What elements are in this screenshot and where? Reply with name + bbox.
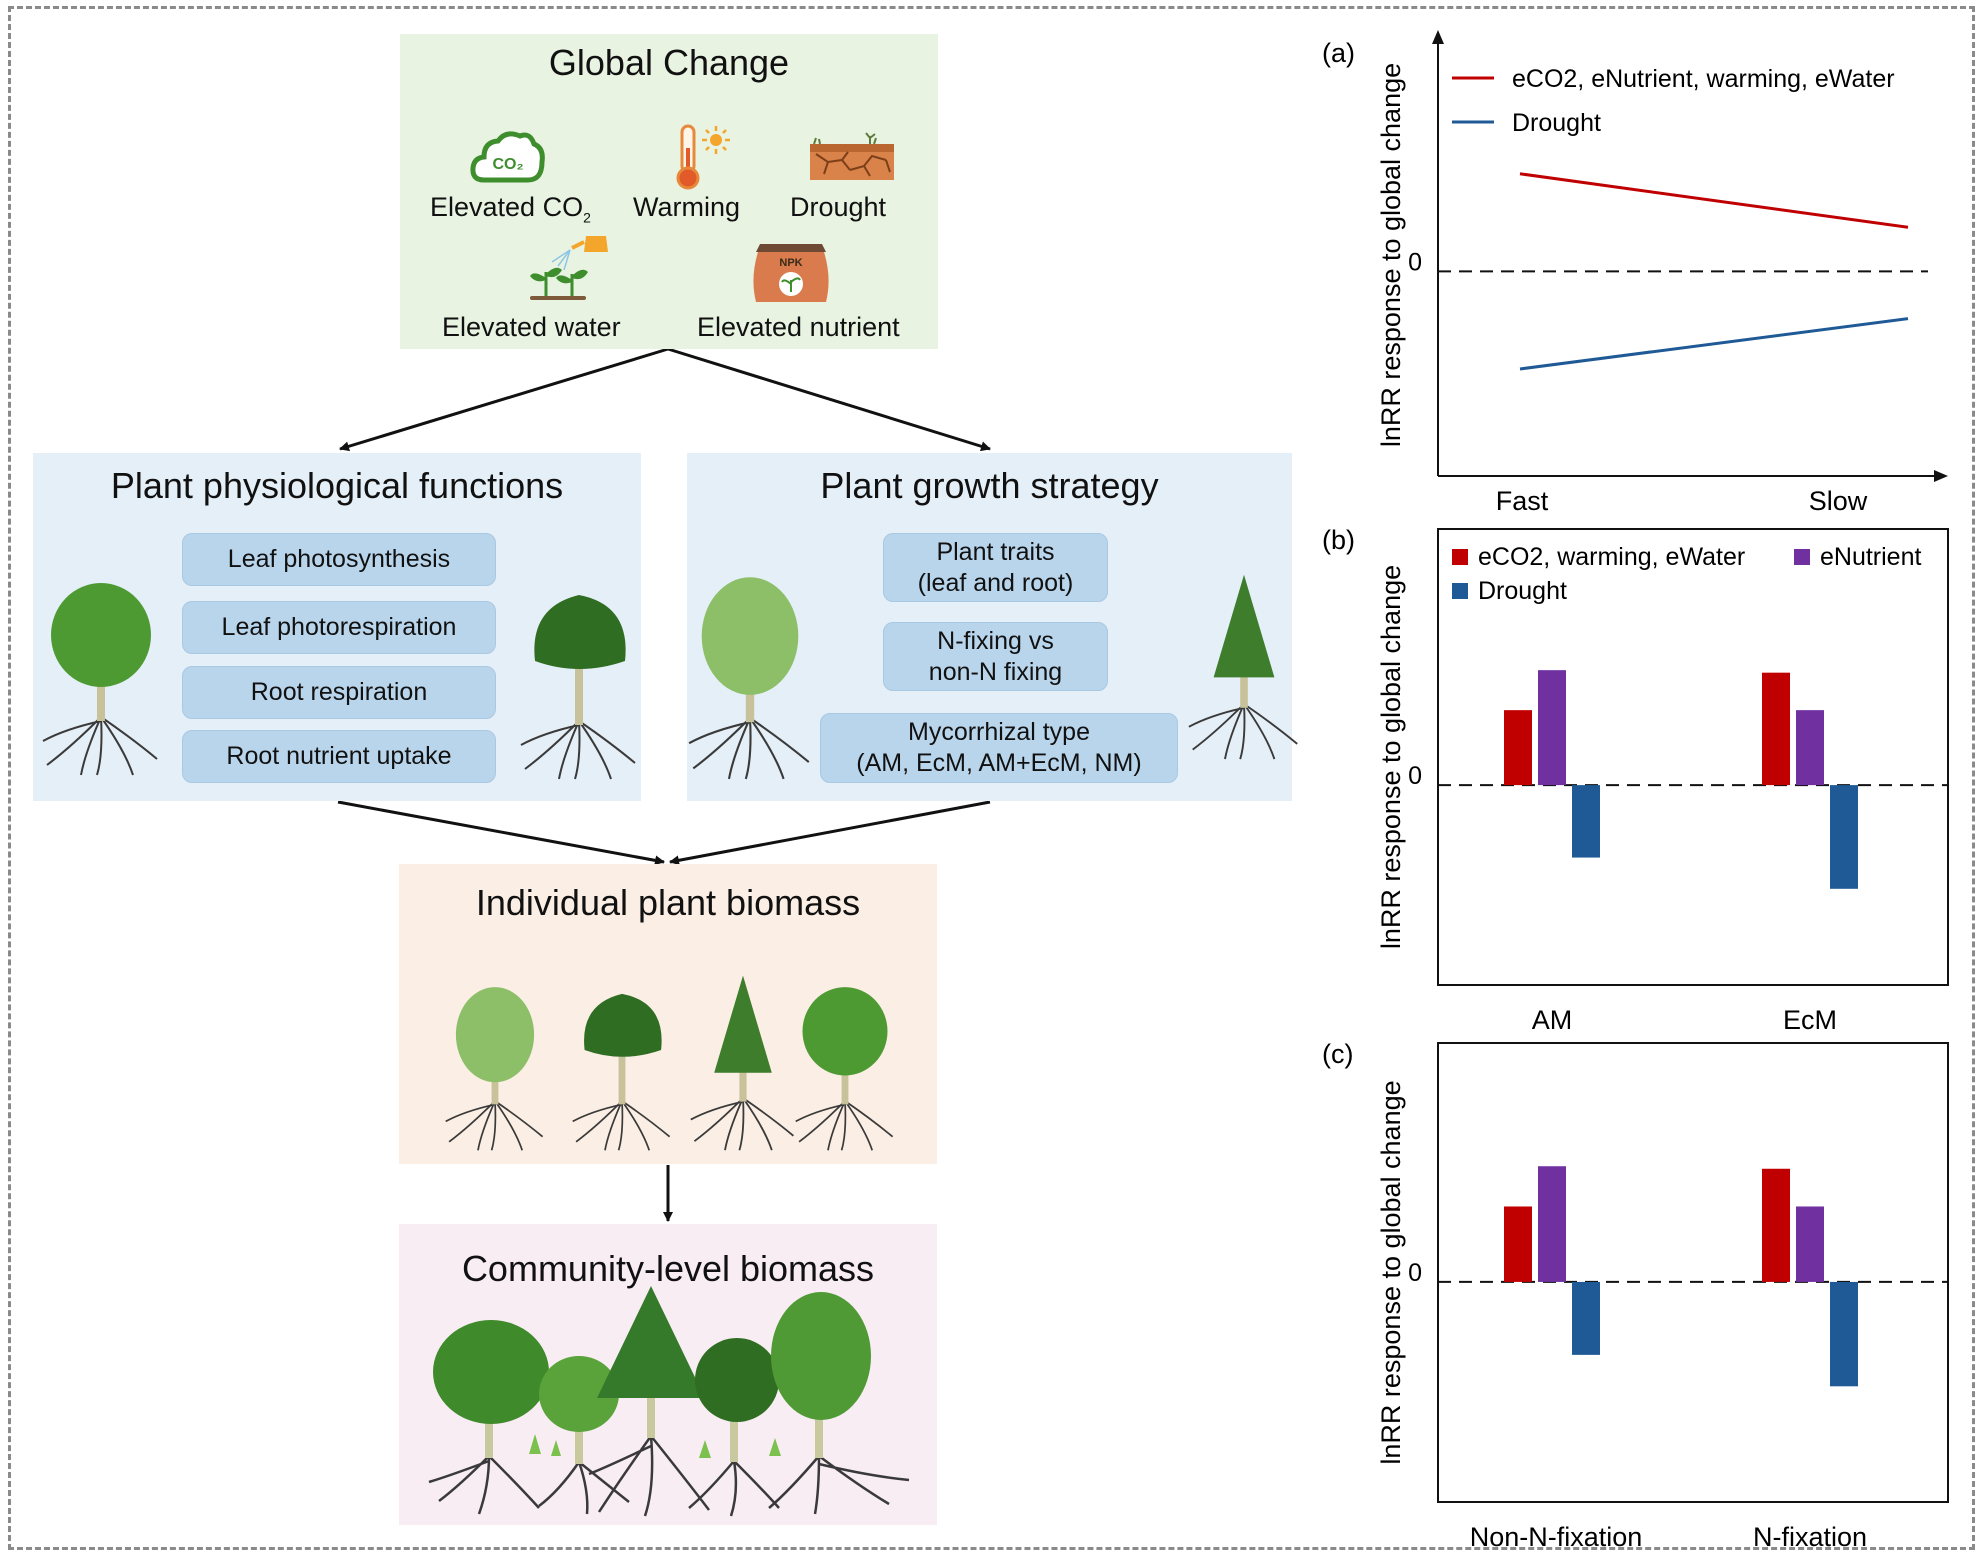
pill-mycorrhizal-type: Mycorrhizal type (AM, EcM, AM+EcM, NM) <box>820 713 1178 783</box>
plot-frame <box>1437 1042 1949 1503</box>
y-axis-arrowhead <box>1432 30 1444 44</box>
bar <box>1572 1281 1600 1355</box>
arrow-physiology-to-individual <box>337 800 665 866</box>
bar <box>1762 672 1790 786</box>
pill-leaf-photorespiration: Leaf photorespiration <box>182 601 496 654</box>
panel-label-a: (a) <box>1322 38 1355 68</box>
x-tick-label: Slow <box>1809 486 1868 516</box>
panel-label-c: (c) <box>1322 1039 1353 1069</box>
drought-label: Drought <box>790 192 887 222</box>
ind-broadleaf-tree-icon <box>794 982 896 1157</box>
light-green-tree-icon <box>687 571 813 786</box>
warming-label: Warming <box>633 192 741 222</box>
ind-dense-crown-tree-icon <box>571 982 673 1157</box>
broadleaf-tree-icon <box>41 577 161 782</box>
zero-tick-label: 0 <box>1408 248 1422 276</box>
bar <box>1830 785 1858 889</box>
legend-label: eNutrient <box>1820 543 1921 571</box>
x-tick-label: EcM <box>1783 1005 1837 1035</box>
pill-plant-traits: Plant traits (leaf and root) <box>883 533 1108 602</box>
global-change-title: Global Change <box>548 42 790 83</box>
bar <box>1504 710 1532 786</box>
ind-conifer-tree-icon <box>689 972 797 1157</box>
legend-swatch <box>1794 549 1810 565</box>
bar <box>1538 670 1566 786</box>
legend-label: Drought <box>1478 577 1567 605</box>
community-biomass-title: Community-level biomass <box>461 1248 875 1289</box>
bar <box>1538 1166 1566 1282</box>
elevated-co2-label: Elevated CO2 <box>430 192 591 226</box>
arrow-to-physiology <box>339 347 669 452</box>
ind-light-green-tree-icon <box>444 982 546 1157</box>
figure-frame <box>8 6 1975 1550</box>
legend-label: eCO2, warming, eWater <box>1478 543 1745 571</box>
pill-leaf-photosynthesis: Leaf photosynthesis <box>182 533 496 586</box>
series-line <box>1519 317 1909 371</box>
y-axis-label: lnRR response to global change <box>1376 1080 1406 1464</box>
zero-tick-label: 0 <box>1408 1259 1422 1287</box>
y-axis-label: lnRR response to global change <box>1376 565 1406 949</box>
x-tick-label: N-fixation <box>1753 1522 1867 1552</box>
plot-frame <box>1437 528 1949 986</box>
pill-root-nutrient-uptake: Root nutrient uptake <box>182 730 496 783</box>
watering-can-seedlings-icon <box>530 236 608 300</box>
x-axis-arrowhead <box>1934 470 1948 482</box>
growth-strategy-box: Plant growth strategy Plant traits (leaf… <box>687 453 1298 801</box>
forest-community-icon <box>428 1286 910 1517</box>
conifer-tree-icon <box>1187 571 1301 766</box>
elevated-water-label: Elevated water <box>442 312 621 342</box>
npk-fertilizer-bag-icon: NPK <box>753 244 829 302</box>
individual-biomass-box: Individual plant biomass <box>399 864 937 1164</box>
co2-cloud-icon: CO₂ <box>470 131 545 183</box>
bar <box>1504 1206 1532 1282</box>
bar <box>1830 1281 1858 1387</box>
legend-label: eCO2, eNutrient, warming, eWater <box>1512 65 1895 93</box>
community-biomass-box: Community-level biomass <box>399 1224 937 1525</box>
growth-strategy-title: Plant growth strategy <box>820 465 1159 506</box>
individual-biomass-title: Individual plant biomass <box>475 882 861 923</box>
bar <box>1796 710 1824 786</box>
elevated-nutrient-label: Elevated nutrient <box>697 312 900 342</box>
legend-label: Drought <box>1512 109 1601 137</box>
bar <box>1572 785 1600 858</box>
panel-label-b: (b) <box>1322 525 1355 555</box>
bar <box>1796 1206 1824 1282</box>
x-tick-label: AM <box>1532 1005 1573 1035</box>
cracked-soil-icon <box>810 132 894 180</box>
physiology-title: Plant physiological functions <box>110 465 564 506</box>
y-axis-label: lnRR response to global change <box>1376 63 1406 447</box>
legend-swatch <box>1452 549 1468 565</box>
series-line <box>1519 172 1909 229</box>
co2-icon-text: CO₂ <box>492 156 523 173</box>
npk-text: NPK <box>779 257 802 269</box>
legend-swatch <box>1452 583 1468 599</box>
x-tick-label: Fast <box>1496 486 1549 516</box>
physiology-box: Plant physiological functions Leaf photo… <box>33 453 641 801</box>
pill-root-respiration: Root respiration <box>182 666 496 719</box>
zero-tick-label: 0 <box>1408 762 1422 790</box>
bar <box>1762 1168 1790 1282</box>
thermometer-sun-icon <box>676 124 730 190</box>
pill-n-fixing: N-fixing vs non-N fixing <box>883 622 1108 691</box>
arrow-to-growth <box>667 347 991 452</box>
x-tick-label: Non-N-fixation <box>1470 1522 1643 1552</box>
global-change-box: Global Change CO₂ Elevated CO2 Warming D… <box>400 34 938 349</box>
arrow-growth-to-individual <box>669 800 991 866</box>
dense-crown-tree-icon <box>519 581 639 786</box>
